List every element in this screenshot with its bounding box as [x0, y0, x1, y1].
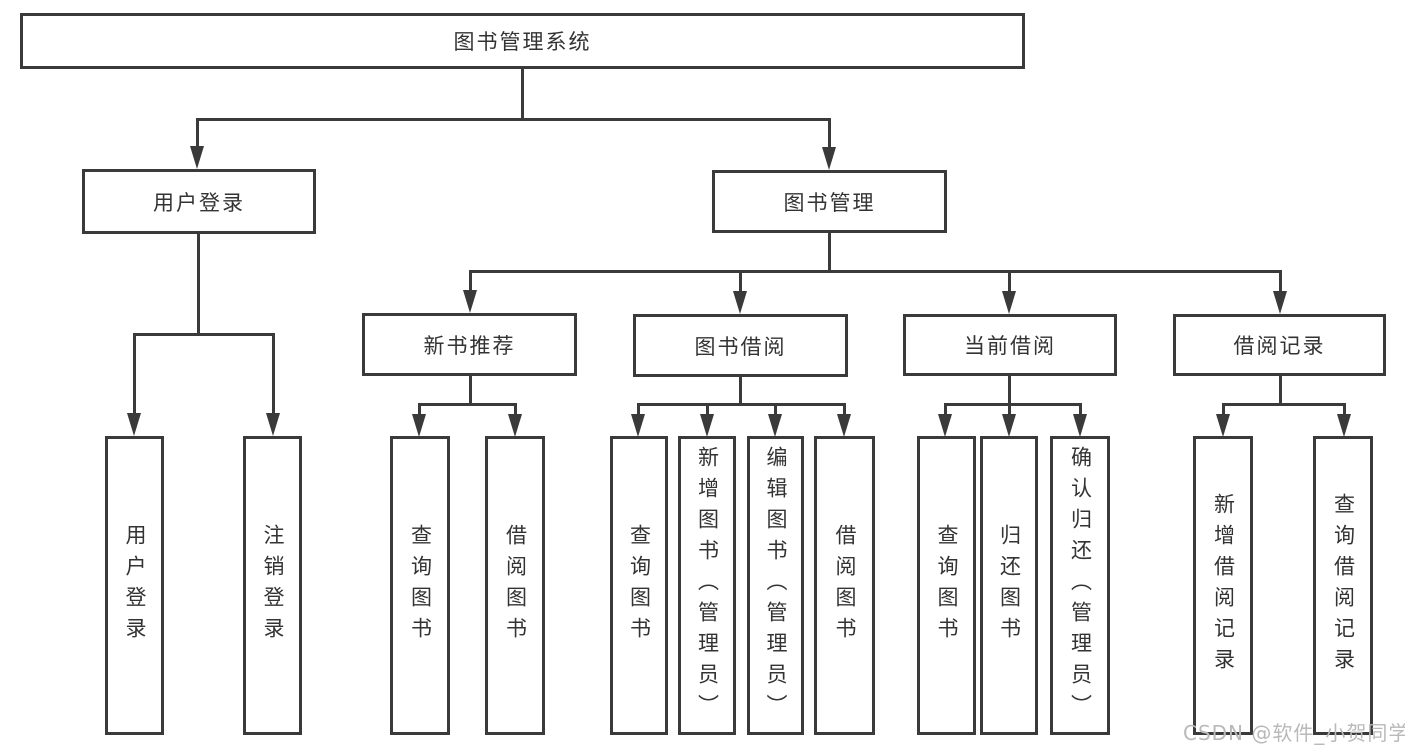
arrow-to-current-return	[1002, 414, 1016, 437]
leaf-current-query-books-label: 查询图书	[935, 523, 959, 648]
arrow-to-current-query	[938, 414, 952, 437]
leaf-logout-label: 注销登录	[261, 523, 285, 648]
leaf-record-query-record: 查询借阅记录	[1313, 436, 1373, 735]
leaf-borrow-edit-books-label: 编辑图书（管理员）	[764, 446, 788, 725]
connector-record-drop-2	[1343, 403, 1346, 417]
leaf-borrow-add-books: 新增图书（管理员）	[678, 436, 736, 735]
arrow-to-borrow-add	[700, 414, 714, 437]
connector-borrow-drop-2	[706, 403, 709, 417]
leaf-current-confirm-return: 确认归还（管理员）	[1050, 436, 1110, 735]
leaf-record-add-record-label: 新增借阅记录	[1211, 492, 1236, 679]
connector-record-drop-1	[1222, 403, 1225, 417]
node-book-borrow: 图书借阅	[633, 314, 848, 377]
connector-current-drop-1	[944, 403, 947, 417]
arrow-to-leaf-user-login	[127, 413, 141, 436]
connector-borrow-bar	[637, 403, 846, 406]
connector-current-stem	[1008, 376, 1011, 406]
connector-root-drop-right	[828, 118, 831, 151]
connector-login-stem	[197, 234, 200, 336]
node-current-borrow: 当前借阅	[903, 314, 1117, 376]
connector-recommend-stem	[469, 376, 472, 406]
leaf-logout: 注销登录	[243, 436, 302, 735]
arrow-to-current-confirm	[1073, 414, 1087, 437]
leaf-borrow-query-books: 查询图书	[610, 436, 668, 735]
connector-root-bar	[196, 118, 831, 121]
leaf-recommend-query-books: 查询图书	[390, 436, 450, 735]
leaf-user-login: 用户登录	[105, 436, 164, 735]
arrow-to-book-management	[822, 147, 836, 170]
arrow-to-borrow-record	[1273, 291, 1287, 314]
leaf-borrow-borrow-books-label: 借阅图书	[833, 523, 857, 648]
node-current-borrow-label: 当前借阅	[964, 334, 1056, 358]
connector-login-drop-1	[133, 333, 136, 417]
arrow-to-record-add	[1216, 414, 1230, 437]
leaf-borrow-borrow-books: 借阅图书	[814, 436, 875, 735]
node-user-login: 用户登录	[82, 169, 316, 234]
arrow-to-borrow-query	[631, 414, 645, 437]
node-root-label: 图书管理系统	[453, 30, 592, 54]
leaf-record-query-record-label: 查询借阅记录	[1331, 492, 1356, 679]
leaf-current-return-books: 归还图书	[980, 436, 1038, 735]
connector-current-drop-3	[1079, 403, 1082, 417]
arrow-to-book-borrow	[733, 291, 747, 314]
connector-login-bar	[133, 333, 275, 336]
connector-login-drop-2	[272, 333, 275, 417]
arrow-to-leaf-logout	[266, 413, 280, 436]
leaf-recommend-borrow-books: 借阅图书	[485, 436, 545, 735]
connector-root-drop-left	[196, 118, 199, 150]
leaf-borrow-edit-books: 编辑图书（管理员）	[747, 436, 804, 735]
leaf-recommend-query-books-label: 查询图书	[408, 523, 433, 648]
node-borrow-record-label: 借阅记录	[1233, 334, 1326, 358]
arrow-to-recommend-borrow	[508, 414, 522, 437]
node-book-management-label: 图书管理	[783, 190, 876, 215]
node-user-login-label: 用户登录	[153, 190, 245, 215]
leaf-current-return-books-label: 归还图书	[997, 523, 1022, 648]
connector-record-stem	[1279, 376, 1282, 406]
connector-recommend-bar	[418, 403, 517, 406]
leaf-recommend-borrow-books-label: 借阅图书	[503, 523, 528, 648]
node-book-management: 图书管理	[712, 170, 947, 233]
connector-borrow-stem	[739, 377, 742, 406]
arrow-to-current-borrow	[1002, 291, 1016, 314]
node-borrow-record: 借阅记录	[1173, 314, 1386, 376]
connector-mgmt-drop-2	[739, 270, 742, 293]
connector-mgmt-drop-4	[1279, 270, 1282, 293]
csdn-watermark: CSDN @软件_小贺同学	[1183, 721, 1405, 745]
arrow-to-borrow-borrow	[837, 414, 851, 437]
connector-borrow-drop-4	[843, 403, 846, 417]
arrow-to-user-login	[190, 146, 204, 169]
leaf-user-login-label: 用户登录	[123, 523, 147, 648]
node-new-book-recommend-label: 新书推荐	[423, 333, 516, 358]
leaf-current-query-books: 查询图书	[917, 436, 976, 735]
connector-current-drop-2	[1008, 403, 1011, 417]
connector-mgmt-stem	[828, 233, 831, 273]
arrow-to-new-book-recommend	[463, 290, 477, 313]
connector-mgmt-drop-1	[469, 270, 472, 292]
connector-record-bar	[1222, 403, 1345, 406]
connector-current-bar	[944, 403, 1082, 406]
node-book-borrow-label: 图书借阅	[694, 334, 787, 359]
arrow-to-record-query	[1337, 414, 1351, 437]
connector-recommend-drop-1	[418, 403, 421, 417]
connector-recommend-drop-2	[514, 403, 517, 417]
leaf-record-add-record: 新增借阅记录	[1193, 436, 1253, 735]
connector-root-stem	[521, 68, 524, 120]
leaf-borrow-query-books-label: 查询图书	[627, 523, 652, 648]
leaf-current-confirm-return-label: 确认归还（管理员）	[1068, 446, 1093, 725]
connector-mgmt-drop-3	[1008, 270, 1011, 293]
node-new-book-recommend: 新书推荐	[362, 313, 577, 376]
arrow-to-recommend-query	[412, 414, 426, 437]
connector-borrow-drop-1	[637, 403, 640, 417]
node-root: 图书管理系统	[20, 13, 1025, 69]
leaf-borrow-add-books-label: 新增图书（管理员）	[695, 446, 720, 725]
connector-borrow-drop-3	[774, 403, 777, 417]
connector-mgmt-bar	[469, 270, 1281, 273]
arrow-to-borrow-edit	[768, 414, 782, 437]
